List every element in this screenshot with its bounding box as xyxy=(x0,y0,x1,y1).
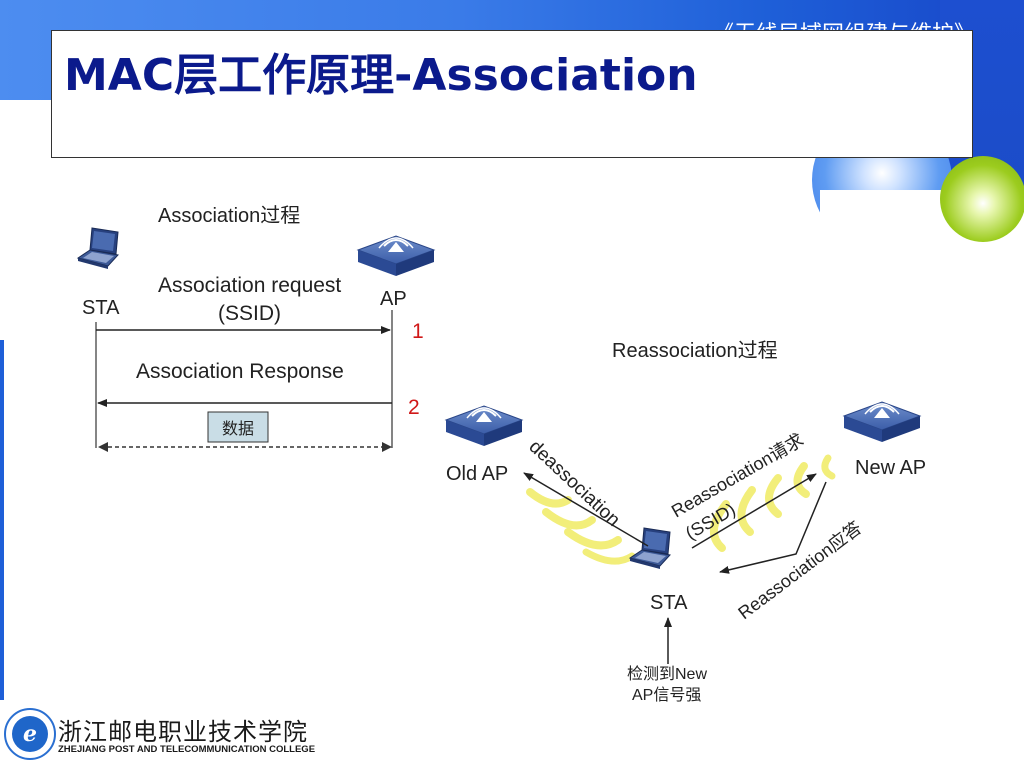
college-name-en: ZHEJIANG POST AND TELECOMMUNICATION COLL… xyxy=(58,744,316,755)
association-heading: Association过程 xyxy=(158,204,300,227)
green-decor-ball xyxy=(940,156,1024,242)
deassociation-arrow xyxy=(523,472,649,547)
association-response-label: Association Response xyxy=(136,360,344,383)
sta-laptop-icon xyxy=(77,227,119,270)
old-ap-label: Old AP xyxy=(446,463,508,485)
data-arrow-right-head xyxy=(382,442,392,452)
new-ap-label: New AP xyxy=(855,457,926,479)
college-logo: e xyxy=(4,708,56,760)
data-box xyxy=(207,411,269,443)
decor-white-block xyxy=(820,190,960,250)
signal-waves-new-ap xyxy=(710,454,836,552)
step-1-label: 1 xyxy=(412,320,424,343)
data-label: 数据 xyxy=(222,420,254,438)
reassociation-response-arrow xyxy=(719,481,827,574)
association-request-ssid: (SSID) xyxy=(218,302,281,325)
step-2-label: 2 xyxy=(408,396,420,419)
title-box: MAC层工作原理-Association xyxy=(51,30,973,158)
sta-label: STA xyxy=(82,297,120,319)
roaming-sta-laptop-icon xyxy=(629,527,671,570)
reassociation-response-label: Reassociation应答 xyxy=(734,518,865,624)
slide-title: MAC层工作原理-Association xyxy=(64,50,698,101)
reassociation-heading: Reassociation过程 xyxy=(612,339,778,362)
signal-waves-old-ap xyxy=(526,488,636,565)
detect-text-line1: 检测到New xyxy=(627,665,707,683)
college-name-cn: 浙江邮电职业技术学院 xyxy=(58,718,308,746)
reassociation-request-label: Reassociation请求 xyxy=(668,430,807,522)
detect-text-line2: AP信号强 xyxy=(632,686,701,704)
new-ap-icon xyxy=(843,401,921,443)
data-arrow-left-head xyxy=(98,442,108,452)
deassociation-label: deassociation xyxy=(525,436,624,531)
old-ap-icon xyxy=(445,405,523,447)
reassociation-request-arrow xyxy=(691,473,817,549)
left-decor-strip xyxy=(0,340,4,700)
college-logo-letter: e xyxy=(12,716,48,752)
ap-icon xyxy=(357,235,435,277)
association-request-label: Association request xyxy=(158,274,341,297)
roaming-sta-label: STA xyxy=(650,592,688,614)
ap-label: AP xyxy=(380,288,407,310)
